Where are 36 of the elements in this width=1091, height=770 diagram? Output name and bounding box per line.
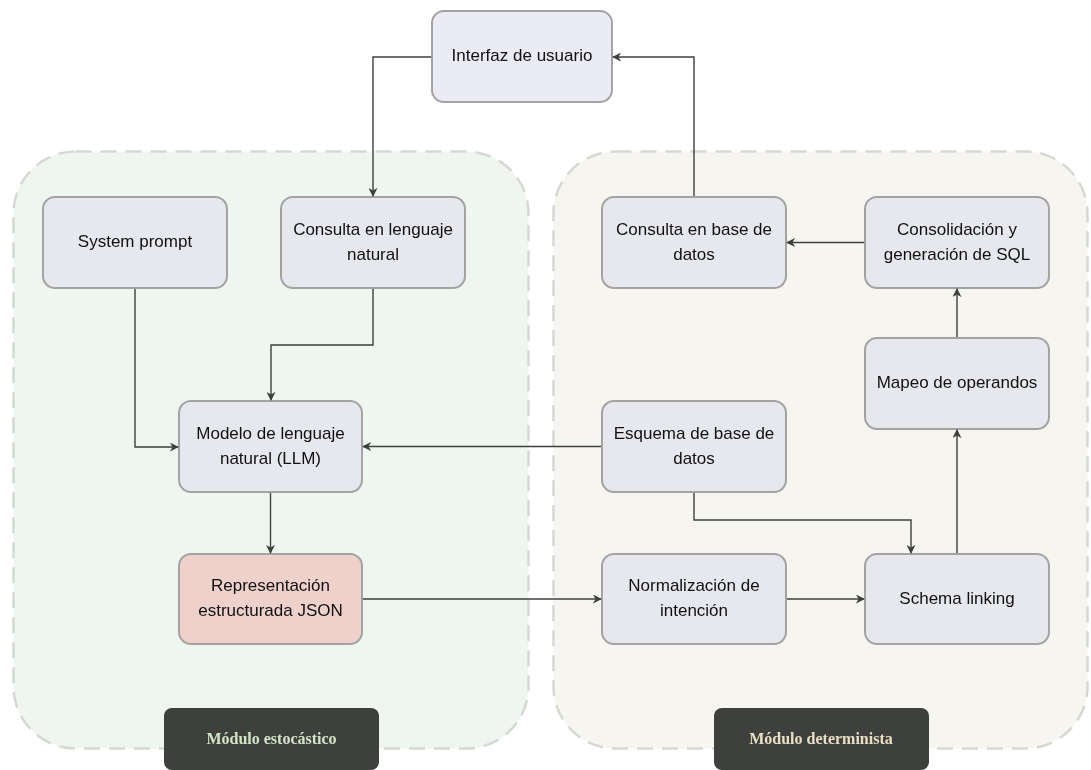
arrow xyxy=(612,52,695,197)
arrow xyxy=(786,594,865,604)
arrow xyxy=(952,429,962,554)
node-label: Schema linking xyxy=(899,587,1015,610)
node-label: Interfaz de usuario xyxy=(451,45,593,68)
arrow xyxy=(362,594,602,604)
process-box xyxy=(280,196,466,289)
arrow xyxy=(952,288,962,338)
arrow xyxy=(693,492,916,554)
module-label: Módulo determinista xyxy=(713,708,929,770)
process-box xyxy=(601,196,787,289)
node-label: Normalización de intención xyxy=(627,575,761,622)
process-box xyxy=(601,553,787,645)
process-box xyxy=(864,553,1050,645)
process-box xyxy=(864,337,1050,430)
process-box xyxy=(431,10,613,103)
module-label: Módulo estocástico xyxy=(164,708,379,770)
arrow xyxy=(266,288,374,401)
node-label: Mapeo de operandos xyxy=(876,372,1038,395)
node-label: Consolidación y generación de SQL xyxy=(882,218,1032,266)
process-box xyxy=(42,196,228,289)
process-box xyxy=(864,196,1050,289)
node-label: System prompt xyxy=(77,231,193,254)
arrow xyxy=(134,288,179,452)
arrow xyxy=(786,238,865,247)
arrow xyxy=(266,492,275,554)
node-label: Esquema de base de datos xyxy=(612,422,776,470)
process-box xyxy=(178,553,363,645)
node-label: Modelo de lenguaje natural (LLM) xyxy=(195,422,346,470)
node-label: Representación estructurada JSON xyxy=(197,575,344,622)
node-label: Consulta en lenguaje natural xyxy=(292,218,454,266)
process-box xyxy=(178,400,363,493)
node-label: Consulta en base de datos xyxy=(615,218,773,266)
arrow xyxy=(368,56,432,197)
arrow xyxy=(362,442,602,451)
process-box xyxy=(601,400,787,493)
